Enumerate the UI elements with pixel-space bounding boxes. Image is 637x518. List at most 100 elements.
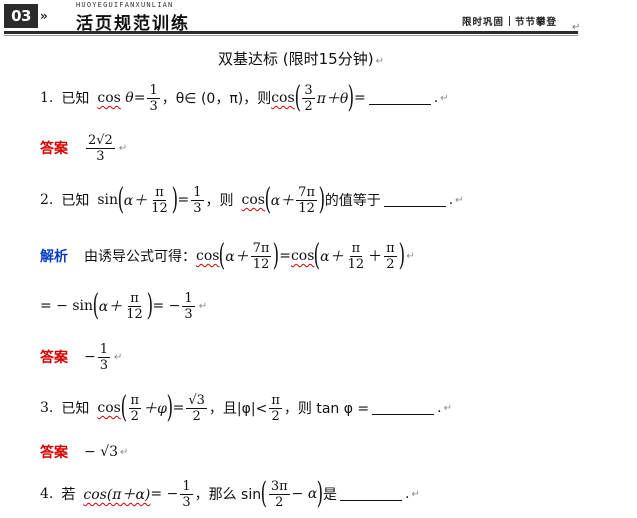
q4-ruo: 若: [61, 487, 76, 503]
j2b-frac2-den: 3: [184, 306, 193, 322]
j2-cos-2: cos: [290, 248, 315, 264]
q2-frac2-den: 3: [193, 200, 202, 216]
q4-minus-alpha: − α: [291, 486, 318, 502]
q1-answer-blank[interactable]: [368, 92, 431, 105]
j2-plus: ＋: [368, 249, 383, 265]
return-mark-icon: ↵: [406, 250, 415, 262]
q2-paren-close: ): [171, 182, 178, 217]
q2-frac3-num: 7π: [296, 184, 317, 201]
return-mark-icon: ↵: [120, 446, 129, 458]
q1-pi-theta: π＋θ: [316, 91, 349, 107]
q2-cos: cos: [241, 192, 265, 208]
q1-tail-eq: =: [354, 90, 366, 106]
a2-frac-den: 3: [99, 357, 109, 373]
q3-cond-b: ，则 tan φ =: [283, 401, 370, 417]
j2-frac2-num: π: [349, 240, 363, 257]
q3-frac2-den: 2: [192, 408, 201, 424]
q3-frac3-den: 2: [271, 408, 280, 424]
j2-frac3-den: 2: [386, 256, 395, 272]
header-tag-left: 限时巩固: [462, 17, 505, 28]
return-mark-icon: ↵: [411, 488, 420, 500]
q4-frac-num: 1: [180, 478, 193, 495]
q1-dot: .: [433, 90, 439, 106]
q2-tail: 的值等于: [324, 193, 381, 209]
header-thin-rule: [4, 35, 578, 36]
q1-frac-den: 3: [149, 98, 158, 114]
q1-frac-num: 1: [147, 82, 160, 99]
q2-frac2-num: 1: [191, 184, 204, 201]
j2-frac3-num: π: [384, 240, 397, 257]
section-number: 03: [11, 7, 31, 25]
j2b-alpha-plus: α＋: [98, 299, 123, 315]
q3-eq: =: [172, 400, 185, 416]
q1-cos-2: cos: [271, 90, 295, 106]
q2-frac3-den: 12: [298, 200, 315, 216]
q2-number: 2.: [40, 192, 54, 208]
q4-answer-blank[interactable]: [340, 488, 403, 501]
return-mark-icon: ↵: [375, 56, 384, 67]
q4-number: 4.: [40, 486, 54, 502]
q4-eq-minus: = −: [150, 486, 179, 502]
return-mark-icon: ↵: [443, 402, 452, 414]
j2b-frac-den: 12: [126, 306, 143, 322]
q1-paren-close: ): [347, 80, 355, 115]
answer-label: 答案: [40, 350, 68, 366]
answer-label: 答案: [40, 445, 68, 461]
q3-cond-a: ，且|φ|<: [208, 401, 268, 417]
answer-label: 答案: [40, 141, 68, 157]
return-mark-icon: ↵: [455, 194, 464, 206]
q3-frac2-num: √3: [186, 392, 207, 409]
j2b-paren-open: (: [92, 288, 100, 323]
q1-frac2-den: 2: [304, 98, 313, 114]
q3-number: 3.: [40, 400, 54, 416]
j2b-frac2-num: 1: [182, 290, 195, 307]
q2-frac-num: π: [153, 184, 166, 201]
return-mark-icon: ↵: [198, 300, 208, 312]
q4-frac2-num: 3π: [268, 478, 290, 495]
q3-frac3-num: π: [269, 392, 282, 409]
j2-paren-close: ): [273, 238, 280, 273]
q2-eq: =: [177, 192, 190, 208]
q4-dot: .: [405, 486, 410, 502]
j2b-paren-close: ): [146, 288, 153, 323]
q1-theta: θ: [125, 90, 134, 106]
a1-frac-num: 2√2: [86, 132, 115, 149]
return-mark-icon: ↵: [118, 142, 128, 154]
q2-paren-close-2: ): [318, 182, 326, 217]
q3-frac-den: 2: [130, 408, 139, 424]
q4-paren-open: (: [260, 476, 268, 511]
a1-frac-den: 3: [96, 148, 105, 164]
q2-frac-den: 12: [151, 200, 168, 216]
q2-paren-open-2: (: [264, 182, 272, 217]
return-mark-icon: ↵: [572, 22, 581, 33]
analysis-text: 由诱导公式可得：: [84, 249, 196, 265]
q1-eq: =: [133, 90, 146, 106]
q3-answer-blank[interactable]: [372, 402, 435, 415]
return-mark-icon: ↵: [114, 351, 123, 363]
section-number-badge: 03: [4, 4, 38, 28]
section-title-text: 双基达标 (限时15分钟): [218, 50, 374, 68]
header-pinyin: HUOYEGUIFANXUNLIAN: [76, 1, 174, 9]
q2-alpha-plus-2: α＋: [270, 193, 295, 209]
q2-sin: sin: [97, 192, 119, 208]
q3-frac-num: π: [128, 392, 142, 409]
j2-alpha-plus-2: α＋: [320, 249, 344, 265]
q3-paren-close: ): [166, 390, 173, 425]
j2-paren-open: (: [219, 238, 226, 273]
j2-frac-den: 12: [252, 256, 270, 272]
j2-cos: cos: [196, 248, 220, 264]
header-title: 活页规范训练: [76, 14, 190, 34]
q2-answer-blank[interactable]: [383, 194, 446, 207]
